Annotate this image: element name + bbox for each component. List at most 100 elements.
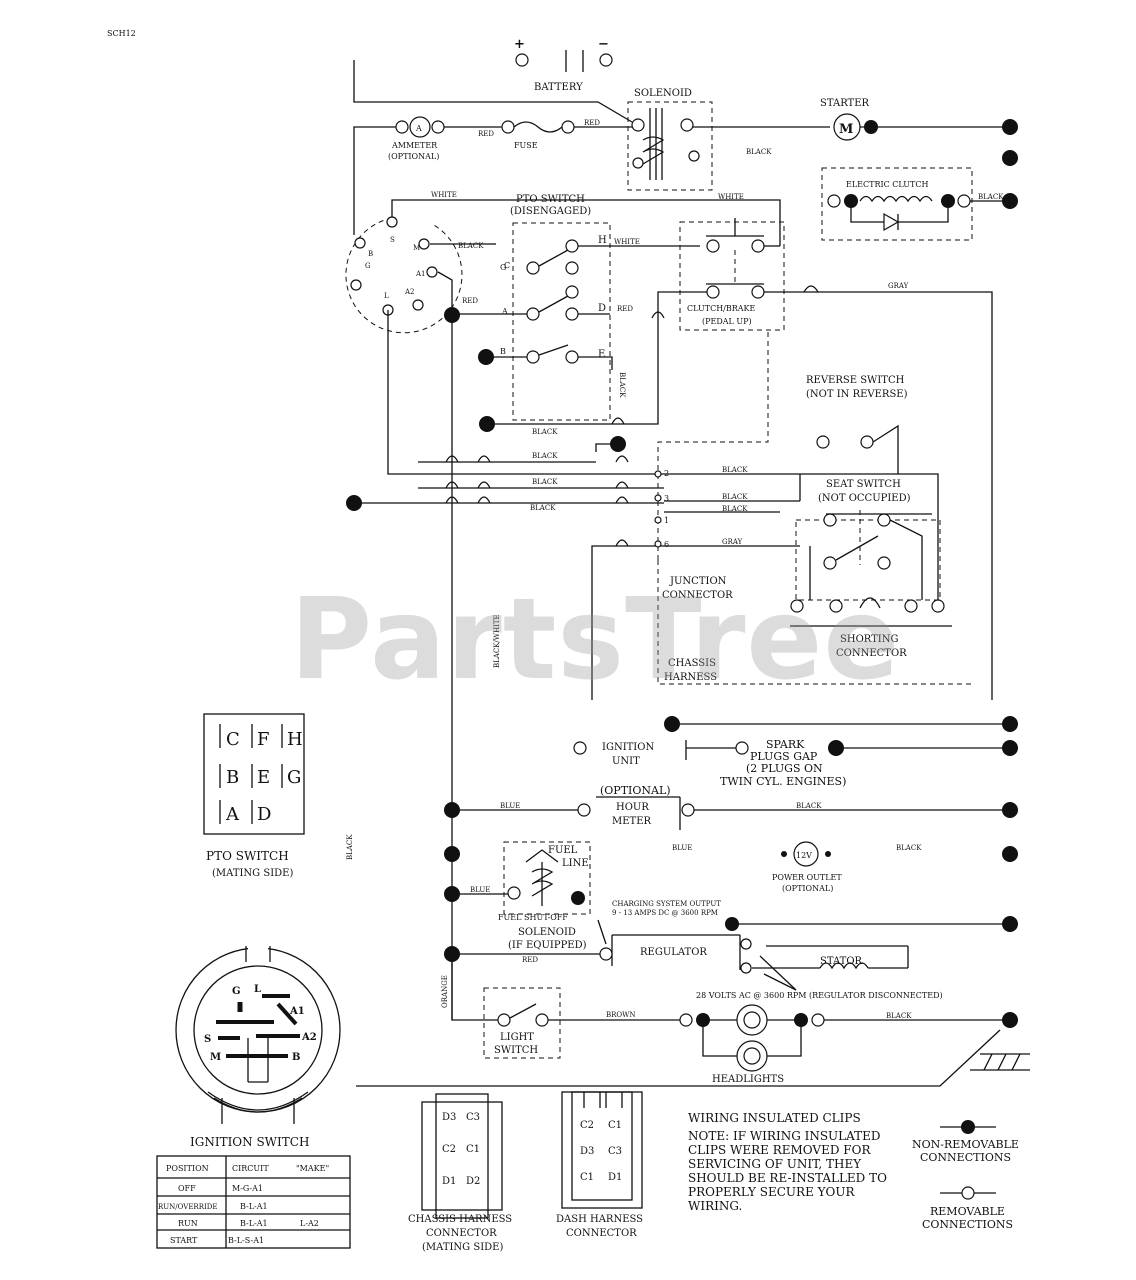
table-header-position: POSITION [166, 1164, 209, 1173]
chassis-harness-label: CHASSIS [668, 658, 716, 669]
ground-symbol [970, 1053, 1030, 1071]
electric-clutch: ELECTRIC CLUTCH [821, 167, 973, 241]
table-row-start: START [170, 1236, 198, 1245]
chassis-connector-label: CHASSIS HARNESS [408, 1214, 512, 1225]
pto-letter-g: G [500, 263, 506, 272]
junction-pin-1: 1 [664, 516, 669, 525]
pto-mating-e: E [257, 767, 270, 788]
pto-letter-d: D [598, 303, 606, 314]
battery-minus-sign: − [598, 37, 609, 52]
ammeter-label: AMMETER [391, 141, 438, 150]
chassis-pin-d3: D3 [442, 1112, 456, 1123]
fuse: FUSE [501, 120, 575, 150]
legend-non-removable-2: CONNECTIONS [920, 1151, 1011, 1164]
solenoid-black-wire: BLACK [746, 148, 772, 156]
clips-note-line-2: CLIPS WERE REMOVED FOR [688, 1143, 871, 1157]
legend: NON-REMOVABLE CONNECTIONS REMOVABLE CONN… [912, 1120, 1019, 1231]
switch-face-s: S [204, 1034, 211, 1045]
pto-switch-state: (DISENGAGED) [510, 206, 591, 217]
ignition-black-wire: BLACK [458, 242, 484, 250]
ignition-switch-title: IGNITION SWITCH [190, 1135, 309, 1149]
wiring-clips-note: WIRING INSULATED CLIPS NOTE: IF WIRING I… [688, 1111, 887, 1213]
battery-label: BATTERY [534, 82, 583, 93]
pto-mating-subtitle: (MATING SIDE) [212, 868, 293, 879]
pto-mating-h: H [287, 729, 303, 750]
power-outlet-black-wire: BLACK [896, 844, 922, 852]
pto-mating-b: B [226, 767, 239, 788]
clutch-black-wire: BLACK [978, 193, 1004, 201]
switch-face-l: L [254, 984, 261, 995]
fuse-red-wire: RED [584, 119, 600, 127]
fuel-line-label: FUEL [548, 845, 578, 856]
light-brown-wire: BROWN [606, 1011, 635, 1019]
junction-black-wire-3: BLACK [722, 493, 748, 501]
clips-note-line-3: SERVICING OF UNIT, THEY [688, 1157, 862, 1171]
pto-letter-e: E [598, 349, 605, 360]
ignition-switch-face: G L A1 S A2 M B IGNITION SWITCH [175, 944, 341, 1149]
hour-meter-label: HOUR [616, 802, 649, 813]
shorting-connector: SHORTING CONNECTOR [790, 597, 952, 659]
starter-symbol: M [839, 122, 853, 137]
stator-label: STATOR [820, 956, 863, 967]
regulator-red-wire: RED [522, 956, 538, 964]
dash-harness-connector: C2 C1 D3 C3 C1 D1 DASH HARNESS CONNECTOR [556, 1091, 643, 1239]
junction-pin-3: 3 [664, 494, 669, 503]
clips-note-line-4: SHOULD BE RE-INSTALLED TO [688, 1171, 887, 1185]
fuel-blue-wire: BLUE [470, 886, 490, 894]
chassis-pin-c1: C1 [466, 1144, 480, 1155]
junction-gray-wire: GRAY [722, 538, 743, 546]
shorting-connector-label: SHORTING [840, 634, 898, 645]
switch-face-a1: A1 [289, 1006, 305, 1017]
clutch-gray-wire: GRAY [888, 282, 909, 290]
light-switch-label: LIGHT [500, 1032, 534, 1043]
harness-black-wire-2: BLACK [532, 478, 558, 486]
ignition-terminal-g: G [365, 262, 371, 270]
fuse-label: FUSE [514, 141, 538, 150]
pto-letter-c: C [504, 261, 510, 270]
pto-e-black-wire: BLACK [618, 372, 626, 398]
pto-mating-c: C [226, 729, 240, 750]
pto-mating-f: F [257, 729, 270, 750]
chassis-harness-connector: D3 C3 C2 C1 D1 D2 CHASSIS HARNESS CONNEC… [408, 1093, 512, 1253]
light-orange-wire: ORANGE [441, 975, 449, 1008]
fuel-shutoff-label: FUEL SHUT-OFF [498, 913, 568, 922]
ammeter-symbol: A [415, 124, 422, 133]
table-header-make: "MAKE" [296, 1164, 329, 1173]
clips-note-line-1: NOTE: IF WIRING INSULATED [688, 1129, 881, 1143]
power-outlet: 12V POWER OUTLET (OPTIONAL) [772, 841, 842, 893]
dash-pin-c1: C1 [608, 1120, 622, 1131]
table-row-start-circuit: B-L-S-A1 [228, 1236, 264, 1245]
pto-d-red-wire: RED [617, 305, 633, 313]
light-switch: LIGHT SWITCH [483, 987, 561, 1059]
fuel-solenoid-optional: (IF EQUIPPED) [508, 940, 587, 951]
charging-output-value: 9 - 13 AMPS DC @ 3600 RPM [612, 909, 718, 917]
legend-removable-2: CONNECTIONS [922, 1218, 1013, 1231]
fuel-solenoid-label: SOLENOID [518, 927, 576, 938]
light-switch-label-2: SWITCH [494, 1045, 538, 1056]
dash-pin-d1: D1 [608, 1172, 622, 1183]
ignition-terminal-a2: A2 [404, 288, 415, 296]
starter-motor: STARTER M [820, 98, 870, 141]
chassis-connector-label-2: CONNECTOR [426, 1228, 497, 1239]
hour-meter-black-wire: BLACK [796, 802, 822, 810]
hour-meter-blue-wire-2: BLUE [672, 844, 692, 852]
solenoid-label: SOLENOID [634, 88, 692, 99]
table-row-run-circuit: B-L-A1 [240, 1219, 268, 1228]
spark-plugs-note: (2 PLUGS ON [746, 762, 823, 775]
junction-black-wire-4: BLACK [722, 505, 748, 513]
reverse-switch-state: (NOT IN REVERSE) [806, 389, 908, 400]
table-row-run: RUN [178, 1219, 198, 1228]
shorting-connector-label-2: CONNECTOR [836, 648, 907, 659]
spark-plugs-gap: PLUGS GAP [750, 750, 818, 763]
ignition-terminal-a1: A1 [415, 270, 426, 278]
table-row-off: OFF [178, 1184, 196, 1193]
fuel-shutoff-solenoid: FUEL LINE FUEL SHUT-OFF SOLENOID (IF EQU… [498, 841, 591, 951]
hour-meter-blue-wire: BLUE [500, 802, 520, 810]
starter-label: STARTER [820, 98, 870, 109]
stator: STATOR [752, 945, 909, 991]
headlights-black-wire: BLACK [886, 1012, 912, 1020]
dash-pin-d3: D3 [580, 1146, 594, 1157]
table-row-run-make: L-A2 [300, 1219, 319, 1228]
junction-connector-label: JUNCTION [669, 576, 727, 587]
ignition-terminal-m: M [413, 244, 420, 252]
